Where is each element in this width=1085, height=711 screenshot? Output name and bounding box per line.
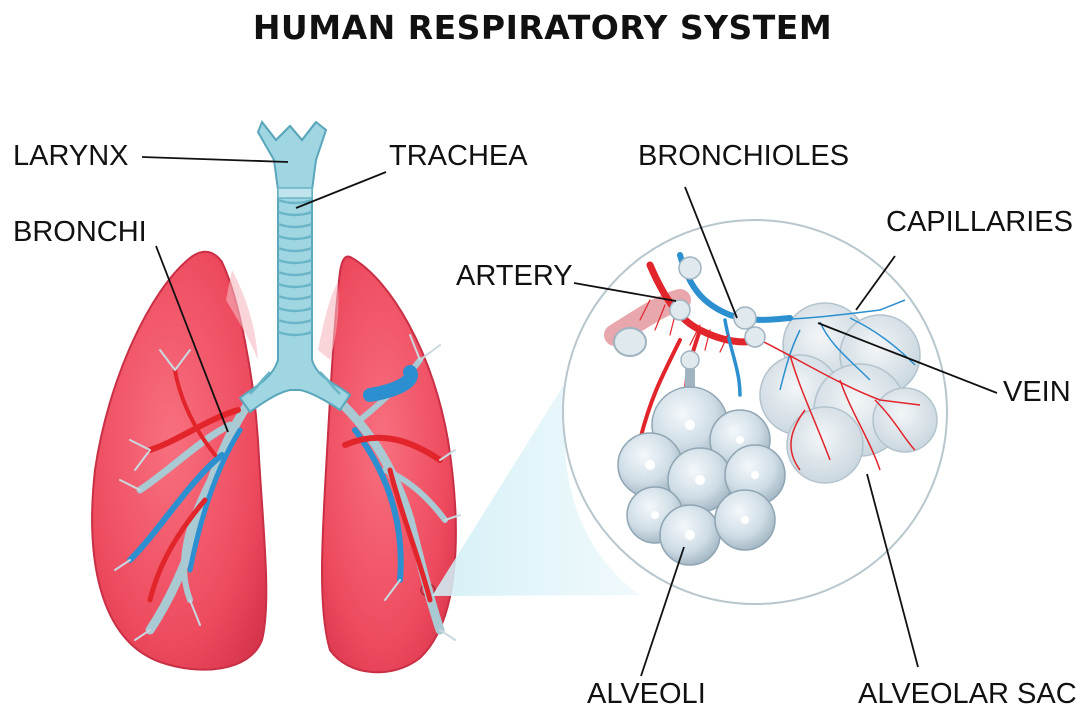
label-bronchioles: BRONCHIOLES bbox=[638, 142, 849, 171]
label-artery: ARTERY bbox=[456, 262, 573, 291]
label-bronchi: BRONCHI bbox=[13, 218, 147, 247]
label-vein: VEIN bbox=[1003, 378, 1071, 407]
label-larynx: LARYNX bbox=[13, 142, 129, 171]
label-alveolar-sac: ALVEOLAR SAC bbox=[858, 680, 1077, 709]
label-trachea: TRACHEA bbox=[389, 142, 528, 171]
label-alveoli: ALVEOLI bbox=[587, 680, 706, 709]
label-capillaries: CAPILLARIES bbox=[886, 208, 1073, 237]
